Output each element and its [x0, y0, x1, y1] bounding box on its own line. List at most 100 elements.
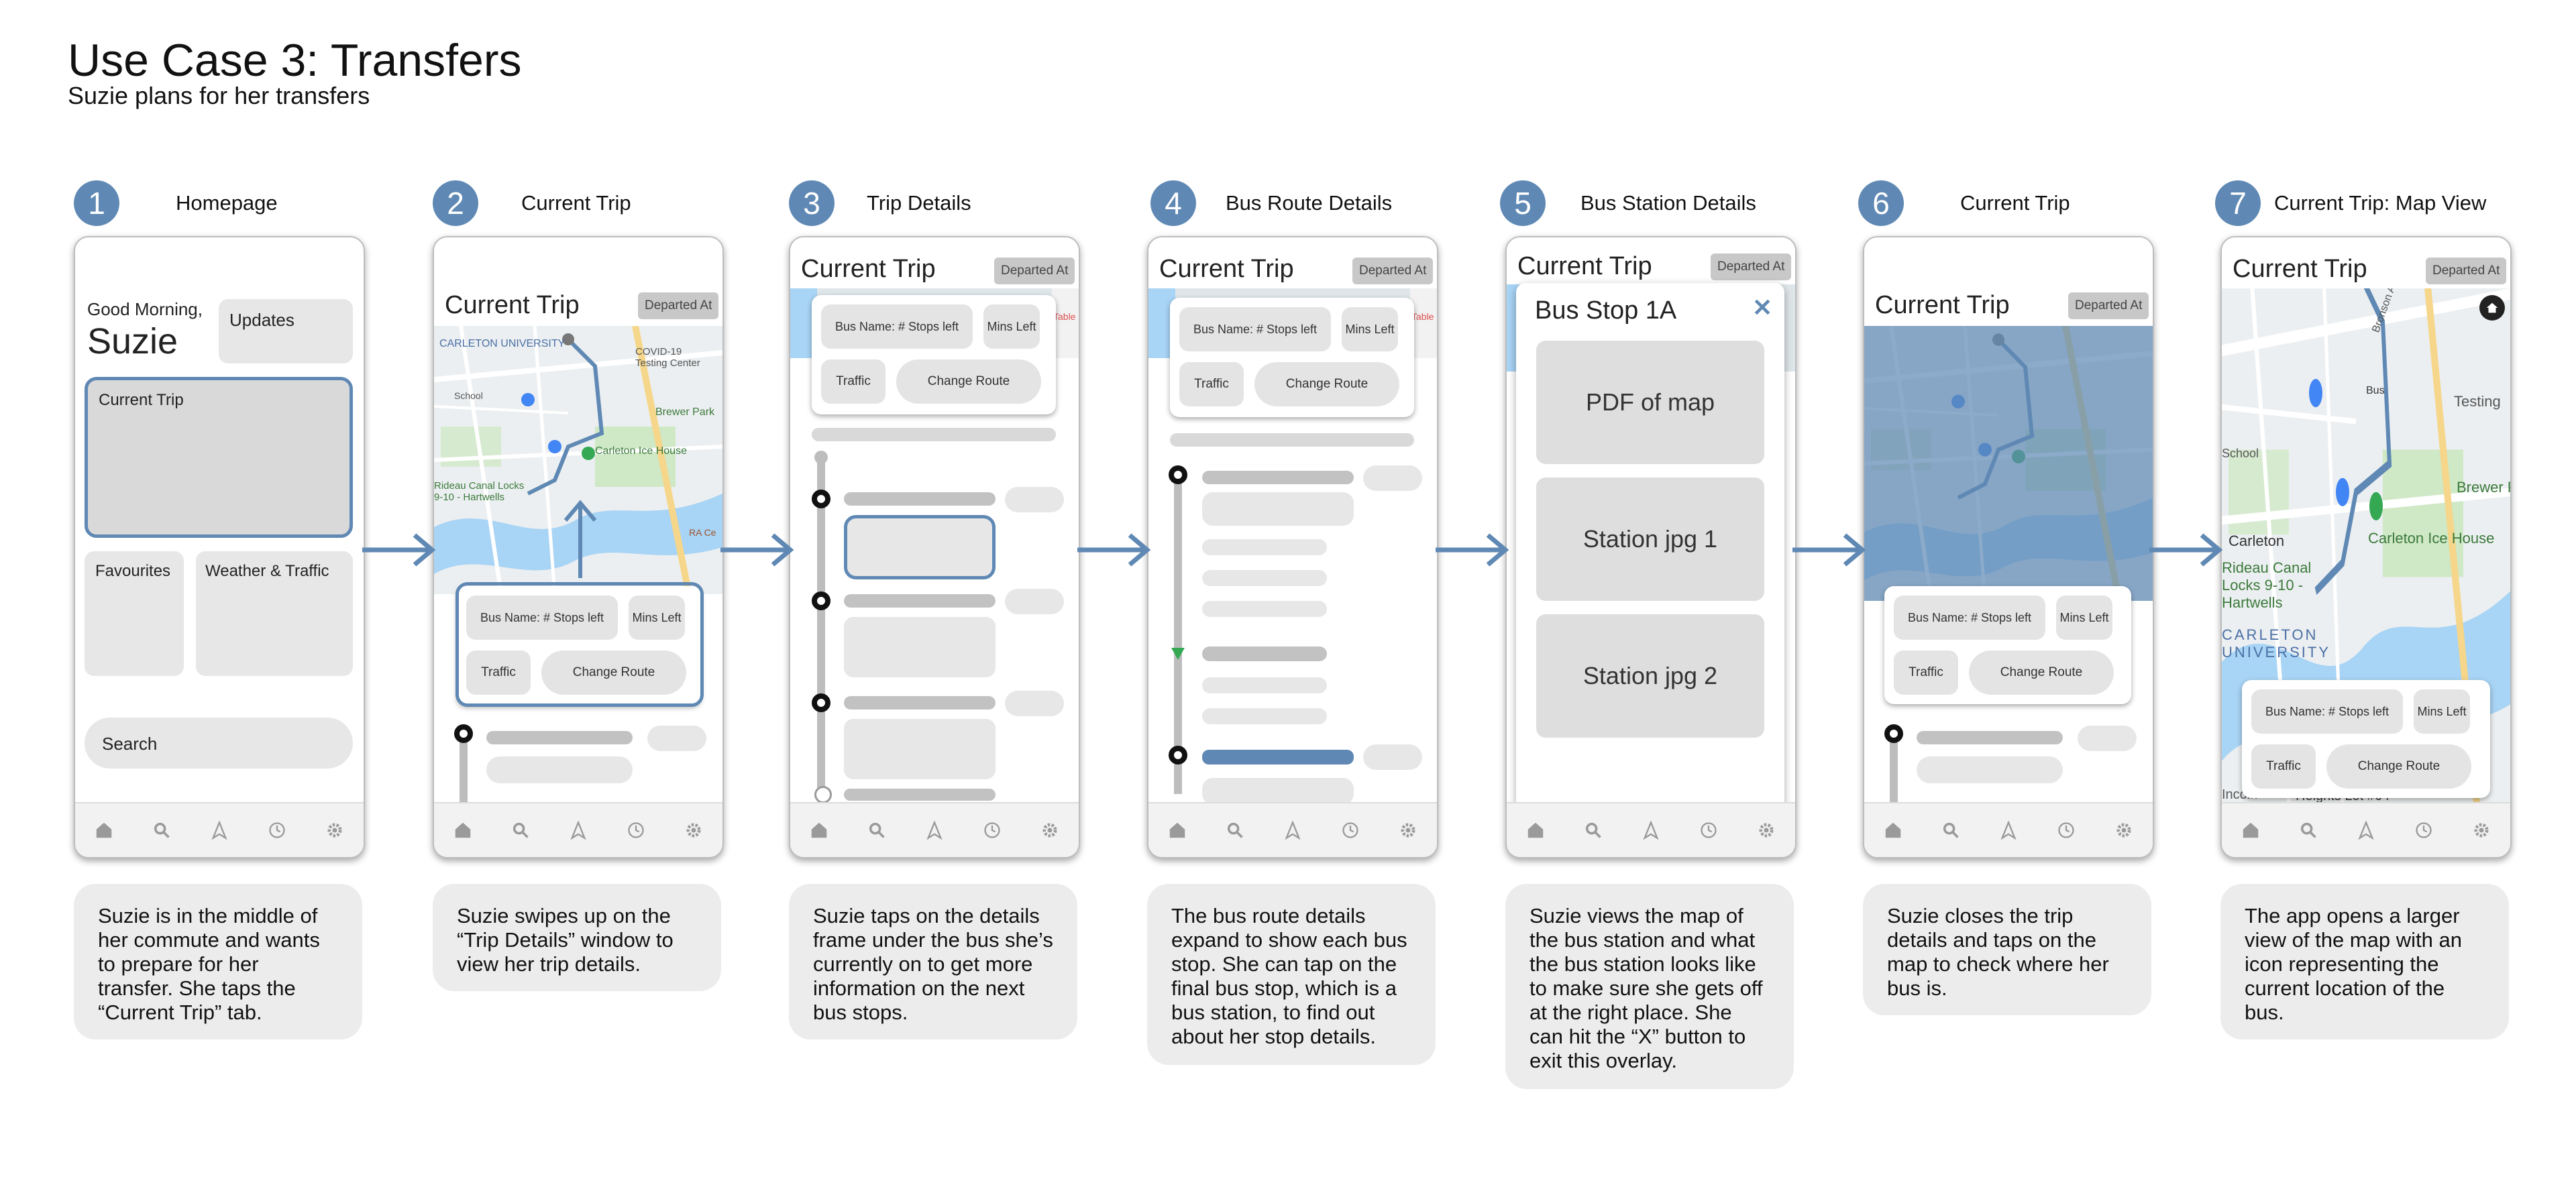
step-label: Current Trip	[521, 191, 631, 215]
traffic-button[interactable]: Traffic	[466, 650, 531, 695]
change-route-button[interactable]: Change Route	[2326, 744, 2471, 789]
user-name: Suzie	[87, 321, 178, 361]
history-icon[interactable]	[1695, 817, 1722, 844]
search-icon[interactable]	[507, 817, 534, 844]
full-map[interactable]: Bronson Ave Bus Testing Brewer Park Carl…	[2222, 237, 2510, 803]
trip-details-window[interactable]: Bus Name: # Stops left Mins Left Traffic…	[2242, 680, 2490, 798]
settings-icon[interactable]	[2468, 817, 2495, 844]
trip-map[interactable]: CARLETON UNIVERSITY COVID-19 Testing Cen…	[434, 326, 722, 594]
navigation-icon[interactable]	[1638, 817, 1664, 844]
search-bar[interactable]: Search	[85, 718, 353, 769]
bus-location-icon[interactable]	[2479, 295, 2505, 321]
traffic-button[interactable]: Traffic	[2251, 744, 2316, 789]
final-stop-marker[interactable]	[1169, 746, 1187, 765]
trip-details-window[interactable]: Bus Name: # Stops left Mins Left Traffic…	[812, 295, 1056, 414]
swipe-up-arrow	[564, 500, 597, 578]
search-icon[interactable]	[148, 817, 175, 844]
home-icon[interactable]	[1880, 817, 1907, 844]
home-icon[interactable]	[2237, 817, 2264, 844]
pdf-map-button[interactable]: PDF of map	[1536, 341, 1764, 464]
history-icon[interactable]	[2410, 817, 2437, 844]
home-icon[interactable]	[1522, 817, 1549, 844]
trip-details-window[interactable]: Bus Name: # Stops left Mins Left Traffic…	[1884, 586, 2131, 704]
search-icon[interactable]	[1222, 817, 1248, 844]
departed-badge: Departed At	[638, 292, 719, 319]
change-route-button[interactable]: Change Route	[1969, 650, 2114, 695]
navigation-icon[interactable]	[921, 817, 948, 844]
home-icon[interactable]	[1164, 817, 1191, 844]
current-trip-tile[interactable]: Current Trip	[85, 377, 353, 538]
bus-name-field: Bus Name: # Stops left	[1179, 307, 1331, 351]
route-line	[817, 459, 825, 794]
navigation-icon[interactable]	[2353, 817, 2379, 844]
page-title: Use Case 3: Transfers	[68, 35, 522, 86]
step-label: Trip Details	[867, 191, 971, 215]
bus-stop-overlay: Bus Stop 1A ✕ PDF of map Station jpg 1 S…	[1516, 283, 1784, 840]
close-icon[interactable]: ✕	[1752, 294, 1773, 321]
station-image-1[interactable]: Station jpg 1	[1536, 477, 1764, 601]
tab-bar	[1148, 802, 1437, 857]
traffic-button[interactable]: Traffic	[821, 359, 885, 404]
traffic-button[interactable]: Traffic	[1179, 362, 1244, 406]
trip-header-bar: Current Trip Departed At	[1864, 237, 2153, 326]
navigation-icon[interactable]	[565, 817, 592, 844]
navigation-icon[interactable]	[1995, 817, 2022, 844]
tab-bar	[2222, 802, 2510, 857]
search-label: Search	[102, 734, 158, 754]
trip-details-window[interactable]: Bus Name: # Stops left Mins Left Traffic…	[457, 586, 701, 705]
stop-detail-placeholder	[1202, 778, 1354, 805]
weather-traffic-tile[interactable]: Weather & Traffic	[196, 551, 353, 676]
step-4-description: The bus route details expand to show eac…	[1147, 884, 1436, 1065]
change-route-button[interactable]: Change Route	[896, 359, 1041, 404]
station-image-2[interactable]: Station jpg 2	[1536, 614, 1764, 738]
home-icon[interactable]	[806, 817, 833, 844]
trip-map[interactable]	[1864, 326, 2153, 601]
map-label-table: Table	[1053, 311, 1076, 322]
stop-placeholder	[1917, 731, 2063, 744]
history-icon[interactable]	[2053, 817, 2080, 844]
search-icon[interactable]	[2295, 817, 2322, 844]
route-line	[1174, 472, 1182, 794]
intermediate-stop	[1202, 708, 1327, 724]
settings-icon[interactable]	[1395, 817, 1421, 844]
bus-name-field: Bus Name: # Stops left	[821, 304, 973, 349]
updates-tile[interactable]: Updates	[219, 299, 353, 363]
search-icon[interactable]	[1580, 817, 1607, 844]
traffic-button[interactable]: Traffic	[1894, 650, 1958, 695]
settings-icon[interactable]	[680, 817, 707, 844]
change-route-button[interactable]: Change Route	[541, 650, 686, 695]
navigation-icon[interactable]	[1279, 817, 1306, 844]
search-icon[interactable]	[1937, 817, 1964, 844]
step-1-description: Suzie is in the middle of her commute an…	[74, 884, 362, 1039]
favourites-tile[interactable]: Favourites	[85, 551, 184, 676]
trip-details-window[interactable]: Bus Name: # Stops left Mins Left Traffic…	[1170, 298, 1414, 417]
step-4-header: 4 Bus Route Details	[1150, 179, 1392, 227]
settings-icon[interactable]	[321, 817, 348, 844]
bus-details-frame[interactable]	[844, 515, 996, 579]
trip-header-bar: Current Trip Departed At	[1148, 237, 1437, 288]
change-route-button[interactable]: Change Route	[1254, 362, 1399, 406]
stop-placeholder	[486, 731, 633, 744]
flow-arrow-1-2	[362, 533, 436, 567]
stop-placeholder	[844, 594, 996, 608]
map-label-brewer: Brewer Park	[655, 406, 715, 418]
home-icon[interactable]	[449, 817, 476, 844]
drag-handle[interactable]	[812, 428, 1056, 441]
trip-header-title: Current Trip	[801, 255, 936, 283]
home-icon[interactable]	[91, 817, 117, 844]
history-icon[interactable]	[264, 817, 290, 844]
settings-icon[interactable]	[1753, 817, 1780, 844]
history-icon[interactable]	[623, 817, 649, 844]
stop-detail-placeholder	[844, 617, 996, 677]
bus-name-field: Bus Name: # Stops left	[466, 596, 618, 640]
current-position-marker	[1171, 648, 1185, 660]
final-bus-stop[interactable]	[1202, 750, 1354, 765]
settings-icon[interactable]	[1036, 817, 1063, 844]
navigation-icon[interactable]	[206, 817, 233, 844]
history-icon[interactable]	[1337, 817, 1364, 844]
drag-handle[interactable]	[1170, 433, 1414, 447]
mins-left-field: Mins Left	[983, 304, 1040, 349]
search-icon[interactable]	[863, 817, 890, 844]
history-icon[interactable]	[979, 817, 1006, 844]
settings-icon[interactable]	[2110, 817, 2137, 844]
